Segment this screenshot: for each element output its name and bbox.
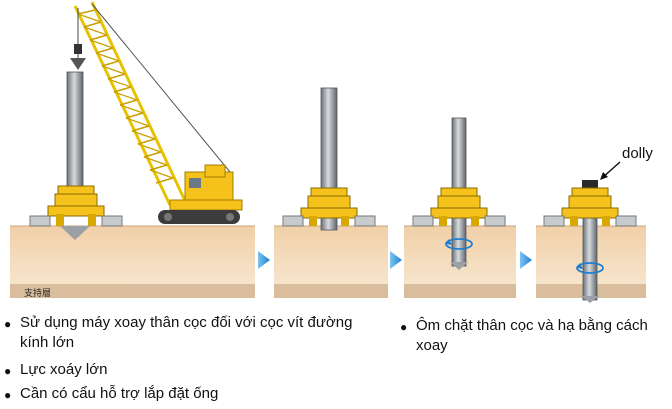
rotary-machine-1 <box>29 185 123 240</box>
step-arrow-1 <box>258 251 270 269</box>
step-arrow-2 <box>390 251 402 269</box>
steel-pipe-1 <box>66 71 84 193</box>
bullet-icon: ● <box>4 364 12 378</box>
rotary-machine-2 <box>282 187 376 227</box>
stage-3-rotating-penetration <box>404 117 516 298</box>
left-bullet-2: Lực xoáy lớn <box>20 361 108 378</box>
stage-4-dolly-driving: dolly <box>536 145 653 303</box>
left-bullet-3: Cần có cẩu hỗ trợ lắp đặt ống <box>20 385 219 402</box>
right-bullet-1: Ôm chặt thân cọc và hạ bằng cách xoay <box>416 317 648 354</box>
crane-boom <box>73 1 188 206</box>
left-bullet-1: Sử dụng máy xoay thân cọc đối với cọc ví… <box>20 314 353 351</box>
bearing-layer-label: 支持層 <box>24 287 51 299</box>
rotary-machine-4 <box>543 187 637 227</box>
bullet-icon: ● <box>4 388 12 402</box>
dolly-label: dolly <box>622 145 653 162</box>
bullet-icon: ● <box>400 320 408 334</box>
rotary-machine-3 <box>412 187 506 227</box>
step-arrow-3 <box>520 251 532 269</box>
bearing-layer-1 <box>10 284 255 298</box>
crane-body <box>158 164 243 224</box>
stage-2-pipe-placed <box>274 87 388 298</box>
bullet-icon: ● <box>4 317 12 331</box>
stage-1-crane-setup: 支持層 <box>10 1 255 299</box>
